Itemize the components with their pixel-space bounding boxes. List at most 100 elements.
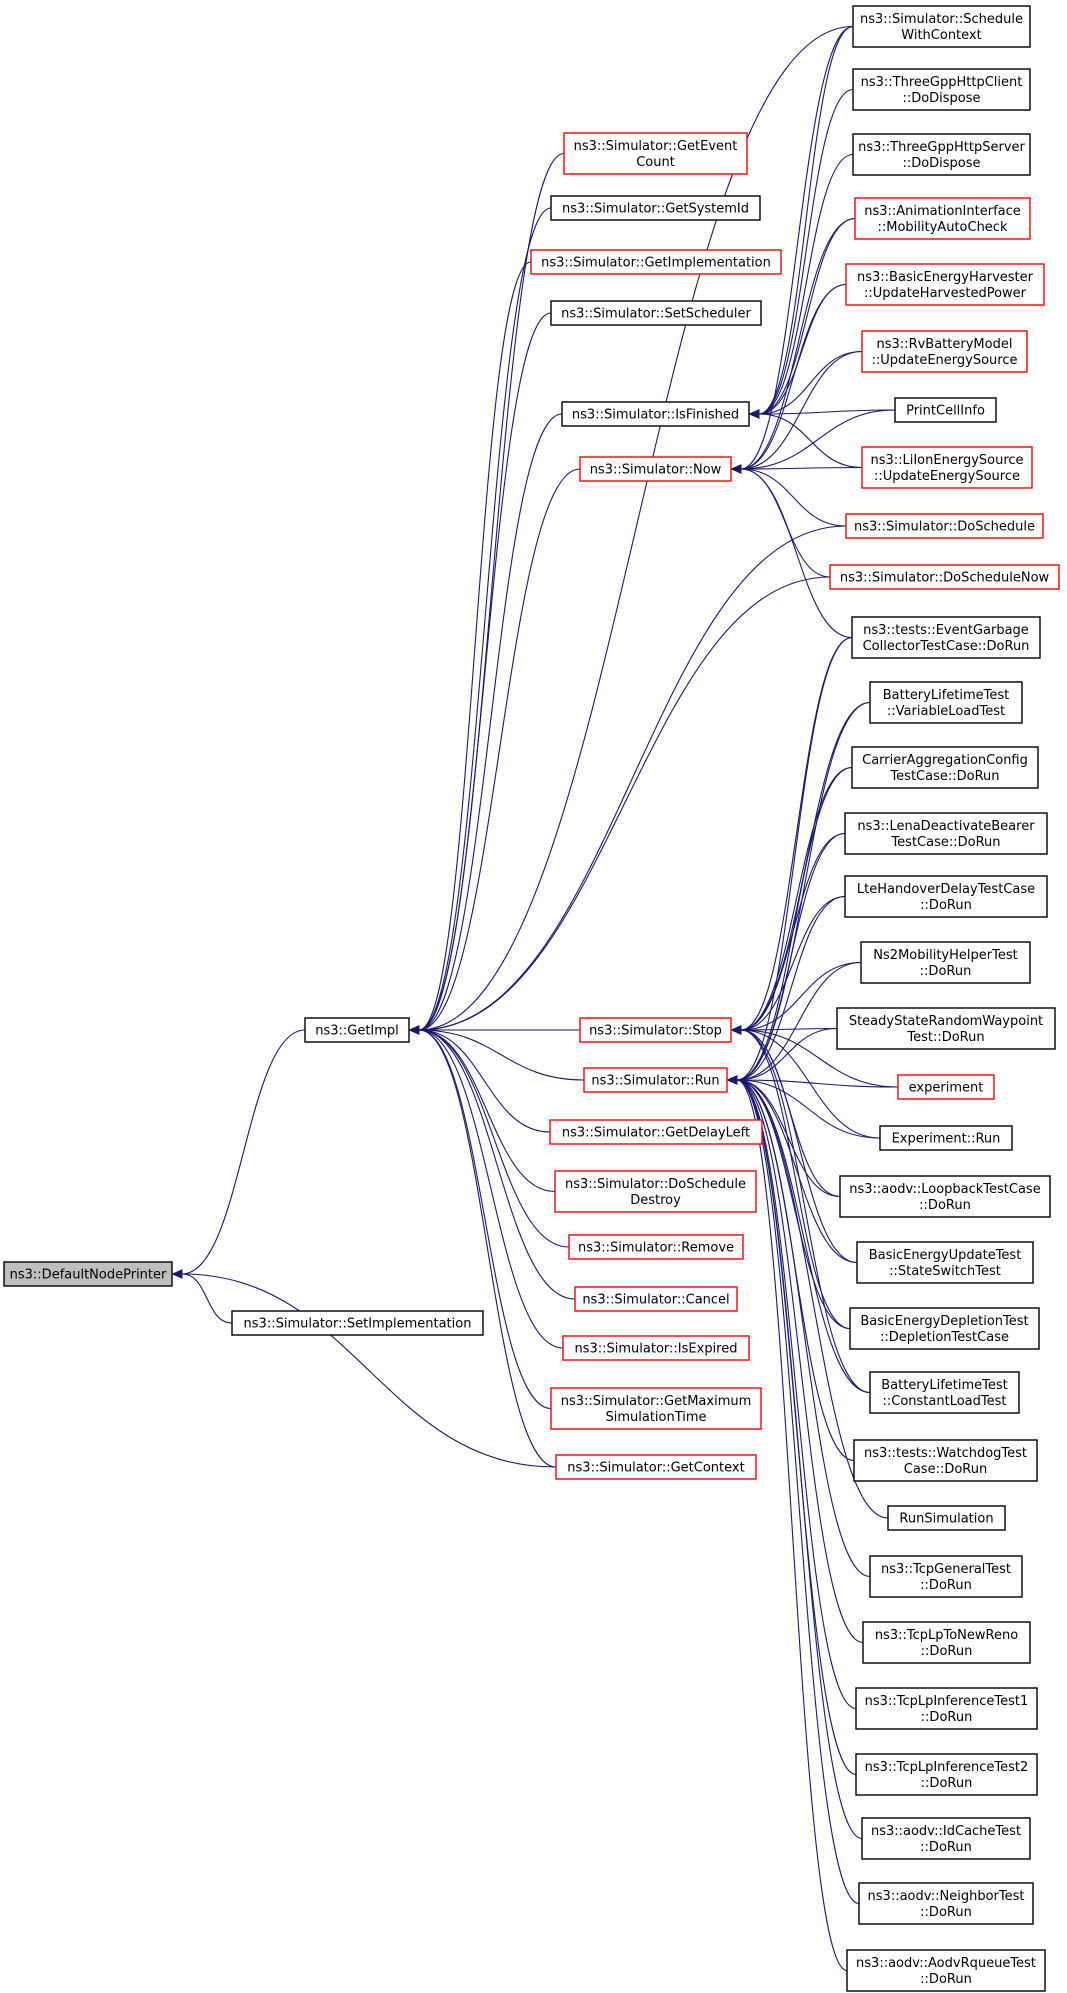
node-label: ns3::Simulator::DoSchedule (854, 520, 1035, 535)
node-isfinished[interactable]: ns3::Simulator::IsFinished (561, 401, 750, 427)
node-label: ns3::DefaultNodePrinter (10, 1268, 167, 1283)
node-box (852, 5, 1031, 48)
node-label: ns3::aodv::AodvRqueueTest (856, 1956, 1036, 1971)
node-label: ns3::LiIonEnergySource (870, 453, 1023, 468)
node-experimentrun[interactable]: Experiment::Run (879, 1125, 1013, 1151)
node-tcpgeneral[interactable]: ns3::TcpGeneralTest::DoRun (869, 1555, 1023, 1598)
edge-line (418, 1029, 552, 1410)
node-label: ns3::Simulator::IsExpired (574, 1342, 737, 1357)
node-runsimulation[interactable]: RunSimulation (887, 1505, 1006, 1531)
node-label: ns3::LenaDeactivateBearer (857, 819, 1035, 834)
node-label: ns3::Simulator::DoScheduleNow (840, 571, 1050, 586)
node-energydepletion[interactable]: BasicEnergyDepletionTest::DepletionTestC… (849, 1307, 1040, 1350)
edge-arrowhead (730, 464, 742, 474)
node-label: Case::DoRun (904, 1462, 987, 1477)
node-tcplpnewreno[interactable]: ns3::TcpLpToNewReno::DoRun (862, 1621, 1031, 1664)
node-batteryvariable[interactable]: BatteryLifetimeTest::VariableLoadTest (869, 681, 1023, 724)
node-label: Count (636, 155, 675, 170)
node-label: ns3::TcpLpInferenceTest2 (865, 1760, 1029, 1775)
node-box (583, 1067, 728, 1093)
node-harvester[interactable]: ns3::BasicEnergyHarvester::UpdateHarvest… (845, 263, 1045, 306)
node-getcontext[interactable]: ns3::Simulator::GetContext (555, 1454, 757, 1480)
node-neighbor[interactable]: ns3::aodv::NeighborTest::DoRun (858, 1882, 1034, 1925)
node-batteryconstant[interactable]: BatteryLifetimeTest::ConstantLoadTest (869, 1371, 1020, 1414)
node-rqueue[interactable]: ns3::aodv::AodvRqueueTest::DoRun (846, 1949, 1046, 1992)
node-box (855, 1687, 1038, 1730)
node-label: ns3::Simulator::GetContext (567, 1461, 744, 1476)
node-label: BatteryLifetimeTest (881, 1378, 1008, 1393)
node-box (887, 1505, 1006, 1531)
node-animation[interactable]: ns3::AnimationInterface::MobilityAutoChe… (854, 197, 1031, 240)
edge-line (758, 153, 854, 415)
node-box (879, 1125, 1013, 1151)
node-box (854, 197, 1031, 240)
edge-line (418, 312, 552, 1031)
node-box (836, 1007, 1056, 1050)
node-label: ::DoRun (921, 1710, 973, 1725)
node-energyupdate[interactable]: BasicEnergyUpdateTest::StateSwitchTest (856, 1241, 1034, 1284)
node-setimplementation[interactable]: ns3::Simulator::SetImplementation (231, 1310, 484, 1336)
node-ltehandover[interactable]: LteHandoverDelayTestCase::DoRun (844, 875, 1048, 918)
node-isexpired[interactable]: ns3::Simulator::IsExpired (562, 1335, 750, 1361)
node-experiment[interactable]: experiment (897, 1074, 995, 1100)
node-getimplementation[interactable]: ns3::Simulator::GetImplementation (530, 249, 782, 275)
node-stop[interactable]: ns3::Simulator::Stop (579, 1017, 732, 1043)
node-tcplpinf2[interactable]: ns3::TcpLpInferenceTest2::DoRun (855, 1753, 1038, 1796)
node-aodvloopback[interactable]: ns3::aodv::LoopbackTestCase::DoRun (839, 1175, 1051, 1218)
node-box (851, 616, 1041, 659)
edge-line (736, 1079, 857, 1710)
node-label: experiment (909, 1081, 984, 1096)
node-rvbattery[interactable]: ns3::RvBatteryModel::UpdateEnergySource (861, 330, 1028, 373)
edge-line (418, 576, 831, 1031)
node-box (897, 1074, 995, 1100)
call-edge (730, 701, 871, 1035)
node-idcache[interactable]: ns3::aodv::IdCacheTest::DoRun (861, 1817, 1031, 1860)
node-eventgarbage[interactable]: ns3::tests::EventGarbageCollectorTestCas… (851, 616, 1041, 659)
call-edge (408, 1025, 551, 1133)
node-cancel[interactable]: ns3::Simulator::Cancel (574, 1286, 738, 1312)
edge-line (758, 25, 854, 415)
node-run[interactable]: ns3::Simulator::Run (583, 1067, 728, 1093)
node-remove[interactable]: ns3::Simulator::Remove (568, 1234, 744, 1260)
edge-line (418, 1029, 556, 1193)
node-setscheduler[interactable]: ns3::Simulator::SetScheduler (550, 300, 762, 326)
node-getdelayleft[interactable]: ns3::Simulator::GetDelayLeft (549, 1119, 763, 1145)
node-doschedule[interactable]: ns3::Simulator::DoSchedule (845, 513, 1044, 539)
edge-line (758, 409, 896, 415)
edge-line (418, 261, 532, 1031)
node-ns2mobility[interactable]: Ns2MobilityHelperTest::DoRun (860, 941, 1031, 984)
edge-line (740, 766, 853, 1031)
node-box (579, 1017, 732, 1043)
edge-line (740, 468, 847, 527)
node-label: Test::DoRun (906, 1030, 984, 1045)
node-httpclient[interactable]: ns3::ThreeGppHttpClient::DoDispose (852, 68, 1031, 111)
node-doschedulenow[interactable]: ns3::Simulator::DoScheduleNow (829, 564, 1060, 590)
edge-line (740, 1029, 858, 1264)
node-box (844, 812, 1048, 855)
node-label: ::DoRun (920, 1578, 972, 1593)
node-httpserver[interactable]: ns3::ThreeGppHttpServer::DoDispose (852, 133, 1031, 176)
edge-line (740, 961, 862, 1031)
node-box (862, 1621, 1031, 1664)
node-now[interactable]: ns3::Simulator::Now (579, 456, 732, 482)
node-label: ns3::ThreeGppHttpClient (861, 75, 1023, 90)
node-getsystemid[interactable]: ns3::Simulator::GetSystemId (550, 195, 761, 221)
node-liion[interactable]: ns3::LiIonEnergySource::UpdateEnergySour… (861, 446, 1033, 489)
node-printcellinfo[interactable]: PrintCellInfo (894, 397, 997, 423)
node-box (549, 1119, 763, 1145)
node-label: ns3::Simulator::Cancel (582, 1293, 729, 1308)
edge-arrowhead (408, 1025, 420, 1035)
node-box (844, 875, 1048, 918)
node-tcplpinf1[interactable]: ns3::TcpLpInferenceTest1::DoRun (855, 1687, 1038, 1730)
node-getimpl[interactable]: ns3::GetImpl (304, 1017, 410, 1043)
node-label: ns3::Simulator::GetDelayLeft (562, 1126, 750, 1141)
